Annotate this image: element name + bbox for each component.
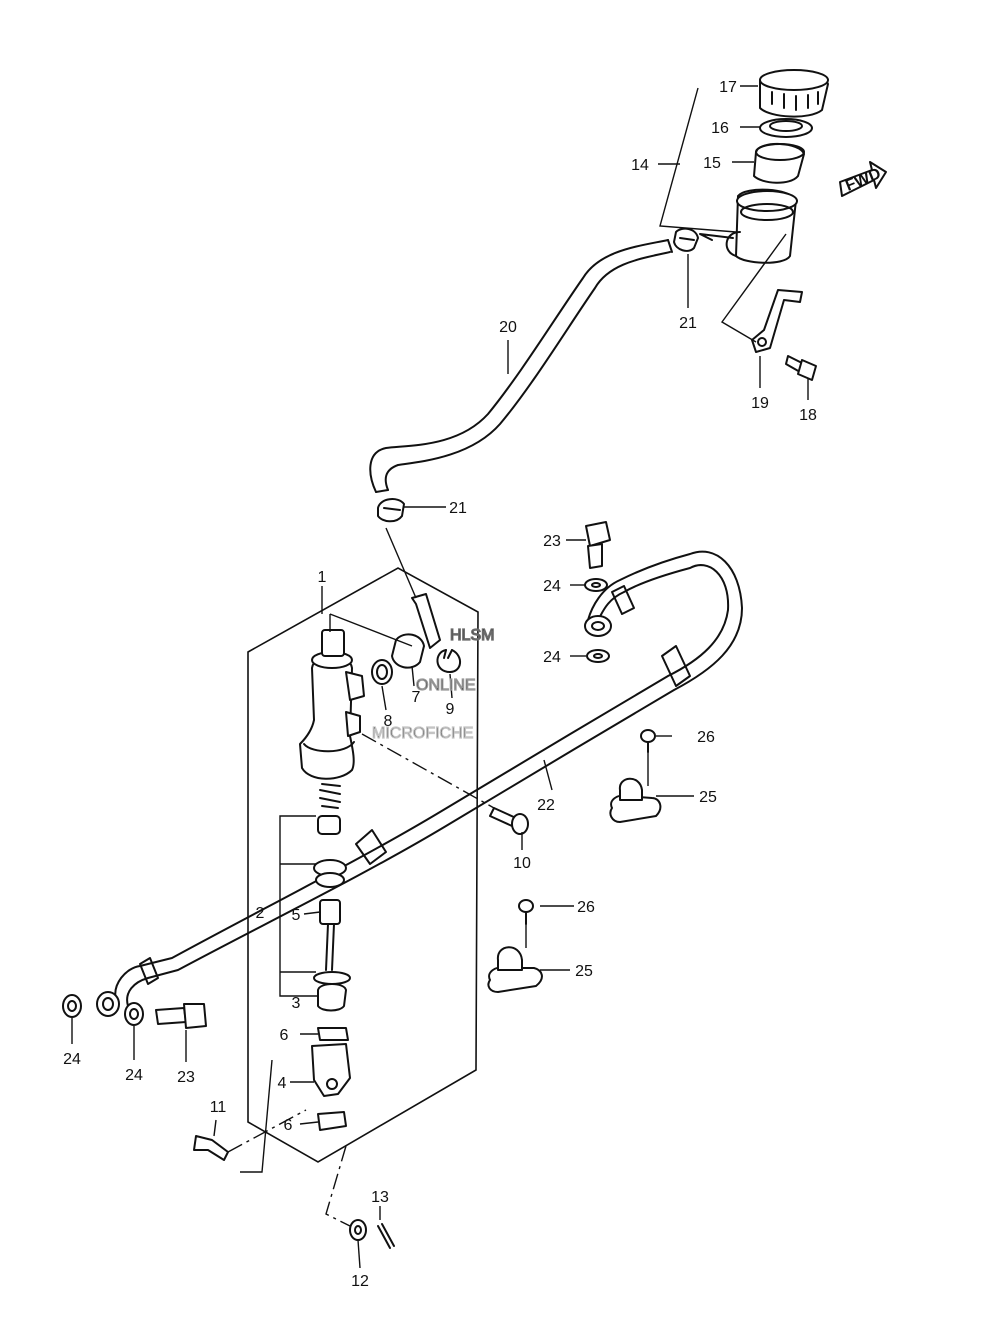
callout-26-upper[interactable]: 26 — [697, 729, 715, 746]
callout-24-lower-2[interactable]: 24 — [125, 1067, 143, 1084]
hose-banjo-lower[interactable] — [96, 991, 120, 1017]
callout-8[interactable]: 8 — [384, 713, 393, 730]
reservoir-bracket[interactable] — [751, 289, 803, 353]
piston-body[interactable] — [319, 899, 341, 925]
callout-19[interactable]: 19 — [751, 395, 769, 412]
callout-12[interactable]: 12 — [351, 1273, 369, 1290]
callout-3[interactable]: 3 — [292, 995, 301, 1012]
clamp-screw-upper[interactable] — [640, 729, 656, 753]
master-cylinder-group-frame — [247, 567, 479, 1163]
piston-seal[interactable] — [313, 859, 347, 888]
lock-nut-upper[interactable] — [317, 1027, 349, 1041]
union-o-ring[interactable] — [371, 659, 393, 685]
callout-1[interactable]: 1 — [318, 569, 327, 586]
lock-nut-lower[interactable] — [317, 1111, 347, 1131]
callout-21-lower[interactable]: 21 — [449, 500, 467, 517]
callout-23-upper[interactable]: 23 — [543, 533, 561, 550]
brake-hose[interactable] — [114, 550, 743, 1007]
callout-24-upper-1[interactable]: 24 — [543, 578, 561, 595]
bracket-hole — [757, 337, 767, 347]
callout-labels: 1 2 3 4 5 6 6 7 8 9 10 11 12 13 14 15 16… — [63, 79, 817, 1290]
dust-boot[interactable] — [317, 983, 347, 1012]
callout-24-upper-2[interactable]: 24 — [543, 649, 561, 666]
hose-clamp-lower[interactable] — [377, 498, 405, 523]
forward-direction-arrow: FWD — [839, 161, 887, 197]
svg-text:FWD: FWD — [843, 165, 883, 194]
callout-11[interactable]: 11 — [210, 1099, 227, 1116]
alignment-line-hose — [385, 527, 417, 599]
callout-5[interactable]: 5 — [292, 907, 301, 924]
callout-15[interactable]: 15 — [703, 155, 721, 172]
callout-9[interactable]: 9 — [446, 701, 455, 718]
watermark-line-2: ONLINE — [416, 677, 476, 694]
gasket-upper-2[interactable] — [586, 649, 610, 663]
hose-banjo-upper[interactable] — [584, 615, 612, 637]
callout-25-upper[interactable]: 25 — [699, 789, 717, 806]
piston-cup[interactable] — [317, 815, 341, 835]
reservoir-cap[interactable] — [759, 69, 829, 118]
gasket-lower-1[interactable] — [62, 994, 82, 1018]
callout-21-upper[interactable]: 21 — [679, 315, 697, 332]
alignment-line-bolt — [361, 733, 495, 809]
hose-clamp-bracket-lower[interactable] — [487, 946, 543, 993]
clevis-pin[interactable] — [193, 1135, 229, 1161]
hose-clamp-upper[interactable] — [673, 227, 699, 252]
callout-6-lower[interactable]: 6 — [284, 1117, 293, 1134]
callout-2[interactable]: 2 — [256, 905, 265, 922]
reservoir-diaphragm[interactable] — [753, 142, 805, 184]
mounting-bolt[interactable] — [489, 807, 529, 835]
callout-24-lower-1[interactable]: 24 — [63, 1051, 81, 1068]
union-bolt-lower[interactable] — [155, 1003, 207, 1029]
bracket-bolt[interactable] — [785, 355, 817, 381]
piston-spring[interactable] — [319, 783, 341, 809]
callout-17[interactable]: 17 — [719, 79, 737, 96]
callout-22[interactable]: 22 — [537, 797, 555, 814]
callout-18[interactable]: 18 — [799, 407, 817, 424]
master-cylinder-body[interactable] — [299, 629, 365, 780]
piston-circlip[interactable] — [313, 971, 351, 985]
union-bolt-upper[interactable] — [585, 521, 611, 569]
gasket-upper-1[interactable] — [584, 578, 608, 592]
reservoir-hose-end-top — [667, 239, 673, 253]
callout-4[interactable]: 4 — [278, 1075, 287, 1092]
piston-group-bracket — [279, 815, 318, 997]
leader-lines — [71, 85, 809, 1269]
reservoir-group-bracket — [659, 87, 737, 233]
watermark: HLSM ONLINE MICROFICHE — [371, 626, 495, 742]
reservoir-hose-end-bottom — [375, 489, 389, 493]
callout-16[interactable]: 16 — [711, 120, 729, 137]
reservoir-bracket-guide — [720, 233, 787, 343]
watermark-line-3: MICROFICHE — [372, 725, 473, 742]
cotter-pin[interactable] — [377, 1223, 395, 1249]
union-group-bracket — [329, 613, 413, 647]
gasket-lower-2[interactable] — [124, 1002, 144, 1026]
push-rod[interactable] — [325, 923, 335, 971]
watermark-line-1: HLSM — [450, 627, 494, 644]
reservoir-tank[interactable] — [699, 188, 798, 264]
callout-14[interactable]: 14 — [631, 157, 649, 174]
hose-union-fitting[interactable] — [391, 593, 441, 669]
clevis[interactable] — [311, 1043, 351, 1097]
callout-6-upper[interactable]: 6 — [280, 1027, 289, 1044]
callout-13[interactable]: 13 — [371, 1189, 389, 1206]
callout-20[interactable]: 20 — [499, 319, 517, 336]
circlip[interactable] — [436, 649, 461, 673]
callout-7[interactable]: 7 — [412, 689, 421, 706]
clamp-screw-lower[interactable] — [518, 899, 534, 925]
clevis-washer[interactable] — [349, 1219, 367, 1241]
callout-25-lower[interactable]: 25 — [575, 963, 593, 980]
reservoir-hose-inner-line — [384, 251, 671, 491]
alignment-line-pin — [227, 1109, 307, 1153]
reservoir-hose[interactable] — [369, 239, 669, 493]
callout-26-lower[interactable]: 26 — [577, 899, 595, 916]
reservoir-diaphragm-plate[interactable] — [759, 118, 813, 138]
alignment-line-washer — [325, 1145, 351, 1227]
hose-clamp-bracket-upper[interactable] — [609, 777, 662, 823]
clevis-group-bracket — [240, 1059, 273, 1173]
callout-23-lower[interactable]: 23 — [177, 1069, 195, 1086]
callout-10[interactable]: 10 — [513, 855, 531, 872]
